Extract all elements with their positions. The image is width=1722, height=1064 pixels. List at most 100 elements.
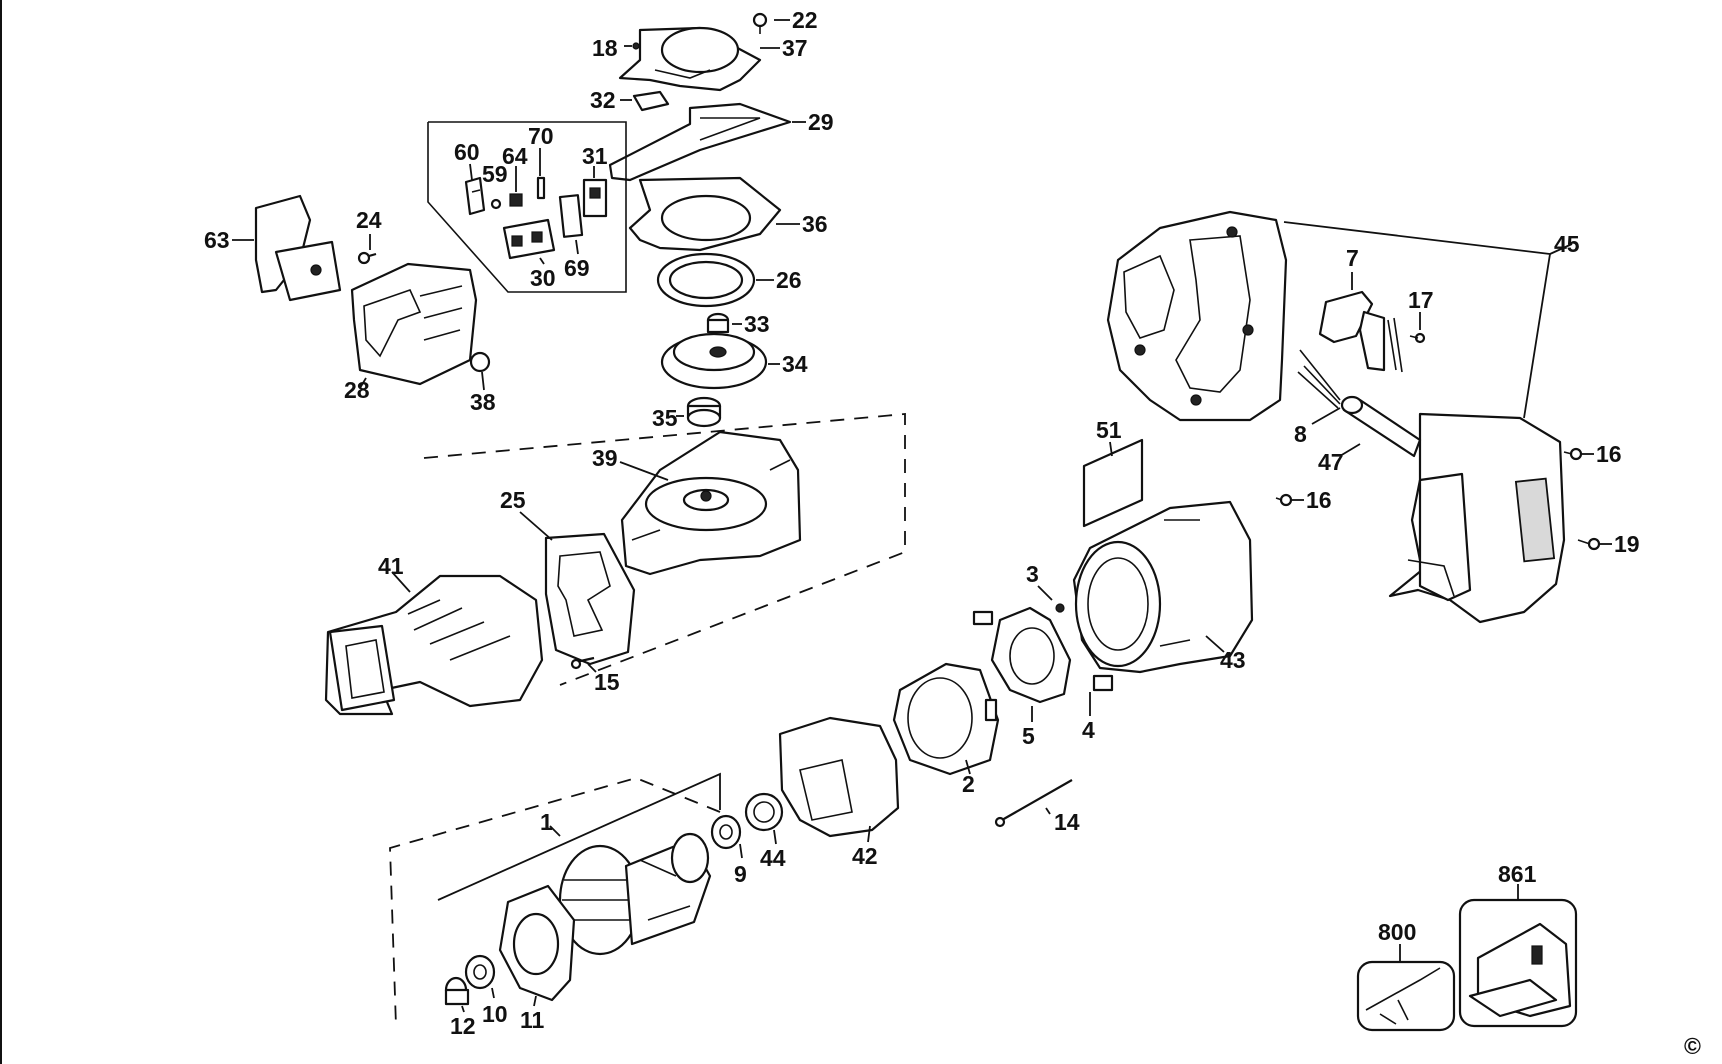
part-7-trigger — [1318, 290, 1403, 373]
part-60-bracket — [464, 176, 486, 216]
part-14-long-screw — [994, 779, 1073, 828]
callout-7: 7 — [1346, 245, 1359, 271]
part-25-gasket — [544, 532, 636, 666]
part-800-cord-set — [1356, 960, 1456, 1032]
callout-4: 4 — [1082, 717, 1095, 743]
part-31-plate — [582, 178, 608, 218]
callout-14: 14 — [1054, 809, 1080, 835]
callout-32: 32 — [590, 87, 616, 113]
part-2-field — [892, 662, 1000, 776]
callout-10: 10 — [482, 1001, 508, 1027]
part-45-housing-left-half — [1106, 210, 1288, 422]
callout-2: 2 — [962, 771, 975, 797]
callout-59: 59 — [482, 161, 508, 187]
part-42-baffle — [778, 716, 900, 838]
callout-800: 800 — [1378, 919, 1416, 945]
part-24-screw — [357, 251, 377, 265]
part-9-washer — [710, 814, 742, 850]
callout-26: 26 — [776, 267, 802, 293]
callout-15: 15 — [594, 669, 620, 695]
part-51-label — [1082, 438, 1144, 528]
callout-5: 5 — [1022, 723, 1035, 749]
part-70-pin — [536, 176, 546, 200]
callout-30: 30 — [530, 265, 556, 291]
callout-3: 3 — [1026, 561, 1039, 587]
part-35-bearing — [686, 396, 722, 428]
part-32-block — [632, 90, 670, 112]
part-30-switch — [502, 218, 556, 260]
callout-63: 63 — [204, 227, 230, 253]
part-43-motor-housing — [1072, 500, 1254, 674]
callout-70: 70 — [528, 123, 554, 149]
part-47-cord-guard — [1340, 395, 1422, 458]
armature-group-outline — [389, 777, 721, 1027]
callout-31: 31 — [582, 143, 608, 169]
part-64-spring — [509, 193, 523, 207]
part-3-screw — [1055, 603, 1065, 613]
part-34-cam — [660, 332, 768, 390]
callout-42: 42 — [852, 843, 878, 869]
part-45-housing-right-half — [1388, 412, 1566, 624]
part-63-bracket — [254, 194, 342, 302]
gearbox-group-outline — [423, 413, 906, 686]
part-16-screw-upper — [1563, 447, 1583, 461]
part-5-brush-holder — [972, 606, 1114, 704]
callout-45: 45 — [1554, 231, 1580, 257]
part-17-screw — [1409, 332, 1426, 344]
callout-16b: 16 — [1306, 487, 1332, 513]
callout-22: 22 — [792, 7, 818, 33]
callout-44: 44 — [760, 845, 786, 871]
callout-861: 861 — [1498, 861, 1537, 887]
callout-11: 11 — [520, 1007, 545, 1033]
callout-18: 18 — [592, 35, 618, 61]
callout-25: 25 — [500, 487, 526, 513]
part-29-lever — [608, 102, 792, 182]
callout-38: 38 — [470, 389, 496, 415]
part-12-sleeve — [444, 976, 470, 1006]
callout-8: 8 — [1294, 421, 1307, 447]
callout-51: 51 — [1096, 417, 1122, 443]
callout-28: 28 — [344, 377, 370, 403]
part-39-gearbox — [620, 430, 802, 576]
callout-60: 60 — [454, 139, 480, 165]
part-18-screw — [632, 42, 640, 50]
callout-labels: 22 18 37 32 29 70 60 64 31 59 63 24 36 6… — [204, 7, 1701, 1059]
callout-33: 33 — [744, 311, 770, 337]
callout-19: 19 — [1614, 531, 1640, 557]
callout-69: 69 — [564, 255, 590, 281]
callout-41: 41 — [378, 553, 404, 579]
callout-39: 39 — [592, 445, 618, 471]
part-59-ball — [490, 198, 502, 210]
part-28-cover — [350, 262, 478, 386]
callout-29: 29 — [808, 109, 834, 135]
callout-1: 1 — [540, 809, 553, 835]
callout-37: 37 — [782, 35, 808, 61]
callout-16a: 16 — [1596, 441, 1622, 467]
callout-12: 12 — [450, 1013, 476, 1039]
part-861-case — [1458, 898, 1578, 1028]
part-22-screw — [752, 12, 768, 34]
callout-64: 64 — [502, 143, 528, 169]
part-11-plate — [498, 884, 576, 1002]
callout-43: 43 — [1220, 647, 1246, 673]
callout-36: 36 — [802, 211, 828, 237]
part-19-screw — [1577, 537, 1601, 551]
callout-17: 17 — [1408, 287, 1434, 313]
callout-34: 34 — [782, 351, 808, 377]
callout-24: 24 — [356, 207, 382, 233]
part-69-card — [558, 194, 584, 238]
part-44-bearing — [744, 792, 784, 832]
part-33-bushing — [706, 312, 730, 334]
callout-47: 47 — [1318, 449, 1344, 475]
switch-group-outline — [427, 121, 627, 293]
part-10-bearing — [464, 954, 496, 990]
part-15-screw — [570, 656, 595, 670]
part-26-ring — [656, 252, 756, 308]
part-1-armature — [543, 832, 712, 956]
part-36-plate — [628, 176, 782, 252]
part-37-top-cover — [618, 26, 762, 92]
copyright-symbol: © — [1684, 1033, 1701, 1059]
part-8-wires — [1297, 349, 1341, 409]
callout-35: 35 — [652, 405, 678, 431]
